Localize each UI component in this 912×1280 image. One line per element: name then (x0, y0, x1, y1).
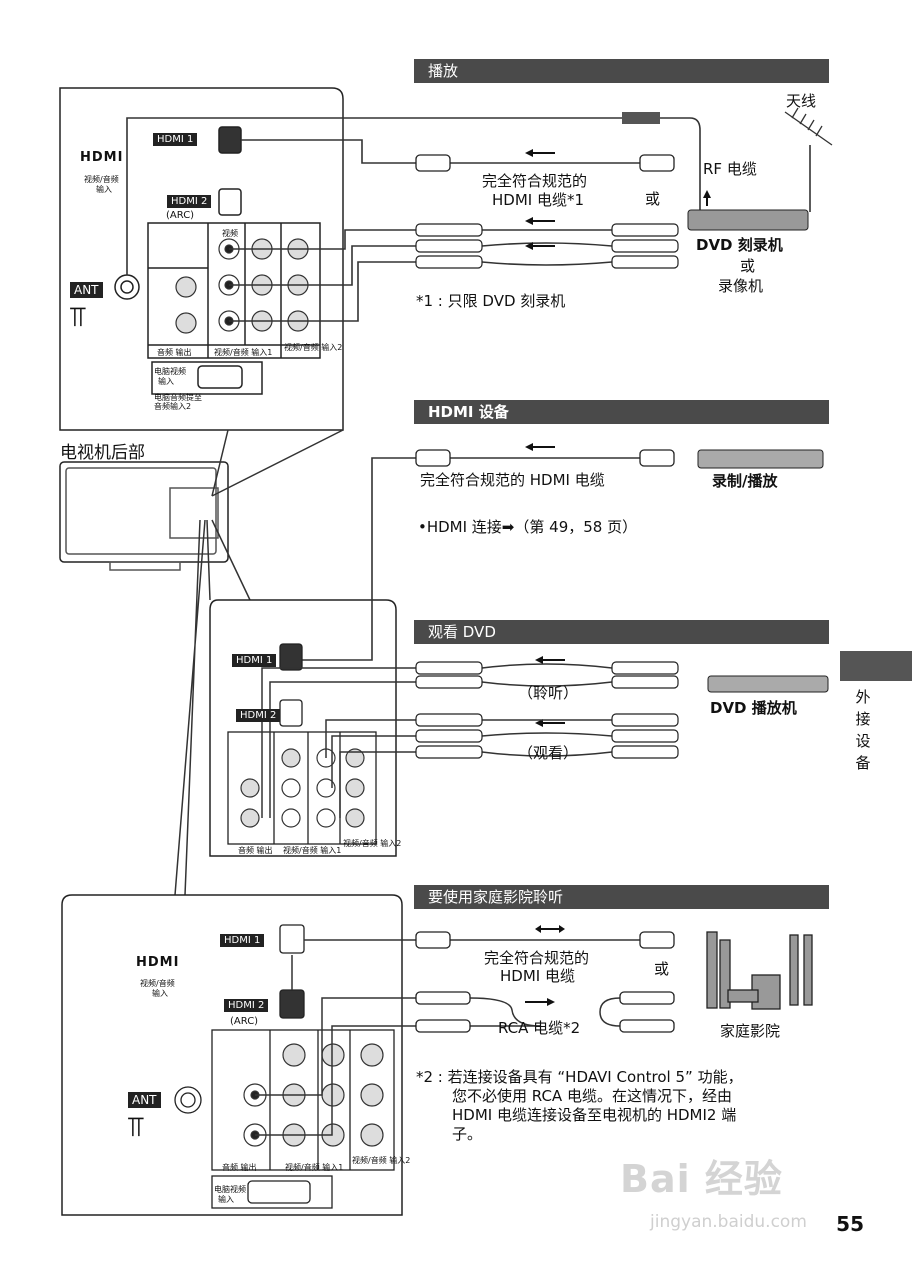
ht-or-label: 或 (654, 960, 670, 978)
footnote-2-line1: *2 : 若连接设备具有 “HDAVI Control 5” 功能， (416, 1068, 743, 1086)
page-number: 55 (836, 1212, 864, 1236)
mid-av-in1-label: 视频/音频 输入1 (283, 846, 342, 855)
bottom-audio-out-label: 音频 输出 (222, 1163, 257, 1172)
tv-back-title: 电视机后部 (60, 443, 145, 463)
playback-hdmi-cable-line2: HDMI 电缆*1 (492, 191, 585, 209)
dvd-player-label: DVD 播放机 (710, 699, 797, 717)
bottom-arc-label: (ARC) (230, 1016, 259, 1027)
mid-hdmi2-label: HDMI 2 (236, 709, 281, 722)
hdmi-logo: HDMI (80, 150, 124, 165)
bottom-pc-input-line1: 电脑视频 (214, 1185, 246, 1194)
av-input-label-line2: 输入 (96, 185, 112, 194)
recorder-label-line3: 录像机 (718, 277, 764, 295)
footnote-1: *1 : 只限 DVD 刻录机 (416, 292, 566, 310)
arc-label: (ARC) (166, 210, 195, 221)
av-in1-label: 视频/音频 输入1 (214, 348, 273, 357)
recorder-label-line2: 或 (740, 257, 756, 275)
rf-cable-label: RF 电缆 (703, 160, 757, 178)
watermark-url: jingyan.baidu.com (650, 1212, 807, 1232)
bottom-pc-input-line2: 输入 (218, 1195, 234, 1204)
footnote-2-line3: HDMI 电缆连接设备至电视机的 HDMI2 端 (452, 1106, 737, 1124)
mid-av-in2-label: 视频/音频 输入2 (343, 839, 402, 848)
bottom-hdmi2-label: HDMI 2 (224, 999, 269, 1012)
pc-input-line1: 电脑视频 (154, 367, 186, 376)
video-jack-label: 视频 (222, 229, 238, 238)
av-in2-label: 视频/音频 输入2 (284, 343, 343, 352)
watch-label: （观看） (518, 744, 579, 762)
section-header-hdmi-device: HDMI 设备 (414, 400, 829, 424)
ht-hdmi-cable-line2: HDMI 电缆 (500, 967, 575, 985)
antenna-symbol-icon: ⫪ (70, 300, 86, 333)
watermark-logo: Bai 经验 (620, 1157, 783, 1201)
bottom-ant-label: ANT (128, 1092, 161, 1108)
pc-audio-line2: 音频输入2 (154, 402, 192, 411)
rca-cable-label: RCA 电缆*2 (498, 1019, 581, 1037)
playback-or-label: 或 (645, 190, 661, 208)
side-tab-marker (840, 651, 912, 681)
audio-out-label: 音频 输出 (157, 348, 192, 357)
side-tab-char: 设 (855, 732, 871, 750)
bottom-hdmi-logo: HDMI (136, 955, 180, 970)
antenna-label: 天线 (786, 92, 817, 110)
bottom-av-in2-label: 视频/音频 输入2 (352, 1156, 411, 1165)
bottom-hdmi1-label: HDMI 1 (220, 934, 265, 947)
side-tab-char: 备 (855, 754, 871, 772)
hdmi1-port-label: HDMI 1 (153, 133, 198, 146)
hdmi2-port-label: HDMI 2 (167, 195, 212, 208)
side-tab-label: 外 接 设 备 (851, 686, 875, 774)
bottom-av-in1-label: 视频/音频 输入1 (285, 1163, 344, 1172)
bottom-av-input-line2: 输入 (152, 989, 168, 998)
footnote-2-line4: 子。 (452, 1125, 483, 1143)
section-header-watch-dvd: 观看 DVD (414, 620, 829, 644)
mid-audio-out-label: 音频 输出 (238, 846, 273, 855)
home-theater-label: 家庭影院 (720, 1022, 781, 1040)
recorder-label-line1: DVD 刻录机 (696, 236, 783, 254)
side-tab-char: 接 (855, 710, 871, 728)
side-tab-char: 外 (855, 688, 871, 706)
record-play-device-label: 录制/播放 (712, 472, 778, 490)
hdmi-device-cable-label: 完全符合规范的 HDMI 电缆 (420, 471, 605, 489)
bottom-antenna-symbol-icon: ⫪ (128, 1110, 144, 1143)
bottom-av-input-line1: 视频/音频 (140, 979, 175, 988)
ant-port-label: ANT (70, 282, 103, 298)
mid-hdmi1-label: HDMI 1 (232, 654, 277, 667)
pc-input-line2: 输入 (158, 377, 174, 386)
listen-label: （聆听） (518, 684, 579, 702)
playback-hdmi-cable-line1: 完全符合规范的 (482, 172, 588, 190)
section-header-playback: 播放 (414, 59, 829, 83)
hdmi-link-reference: •HDMI 连接➡（第 49，58 页） (418, 518, 638, 536)
pc-audio-line1: 电脑音频提至 (154, 393, 202, 402)
footnote-2-line2: 您不必使用 RCA 电缆。在这情况下，经由 (452, 1087, 732, 1105)
av-input-label-line1: 视频/音频 (84, 175, 119, 184)
section-header-home-theater: 要使用家庭影院聆听 (414, 885, 829, 909)
ht-hdmi-cable-line1: 完全符合规范的 (484, 949, 590, 967)
